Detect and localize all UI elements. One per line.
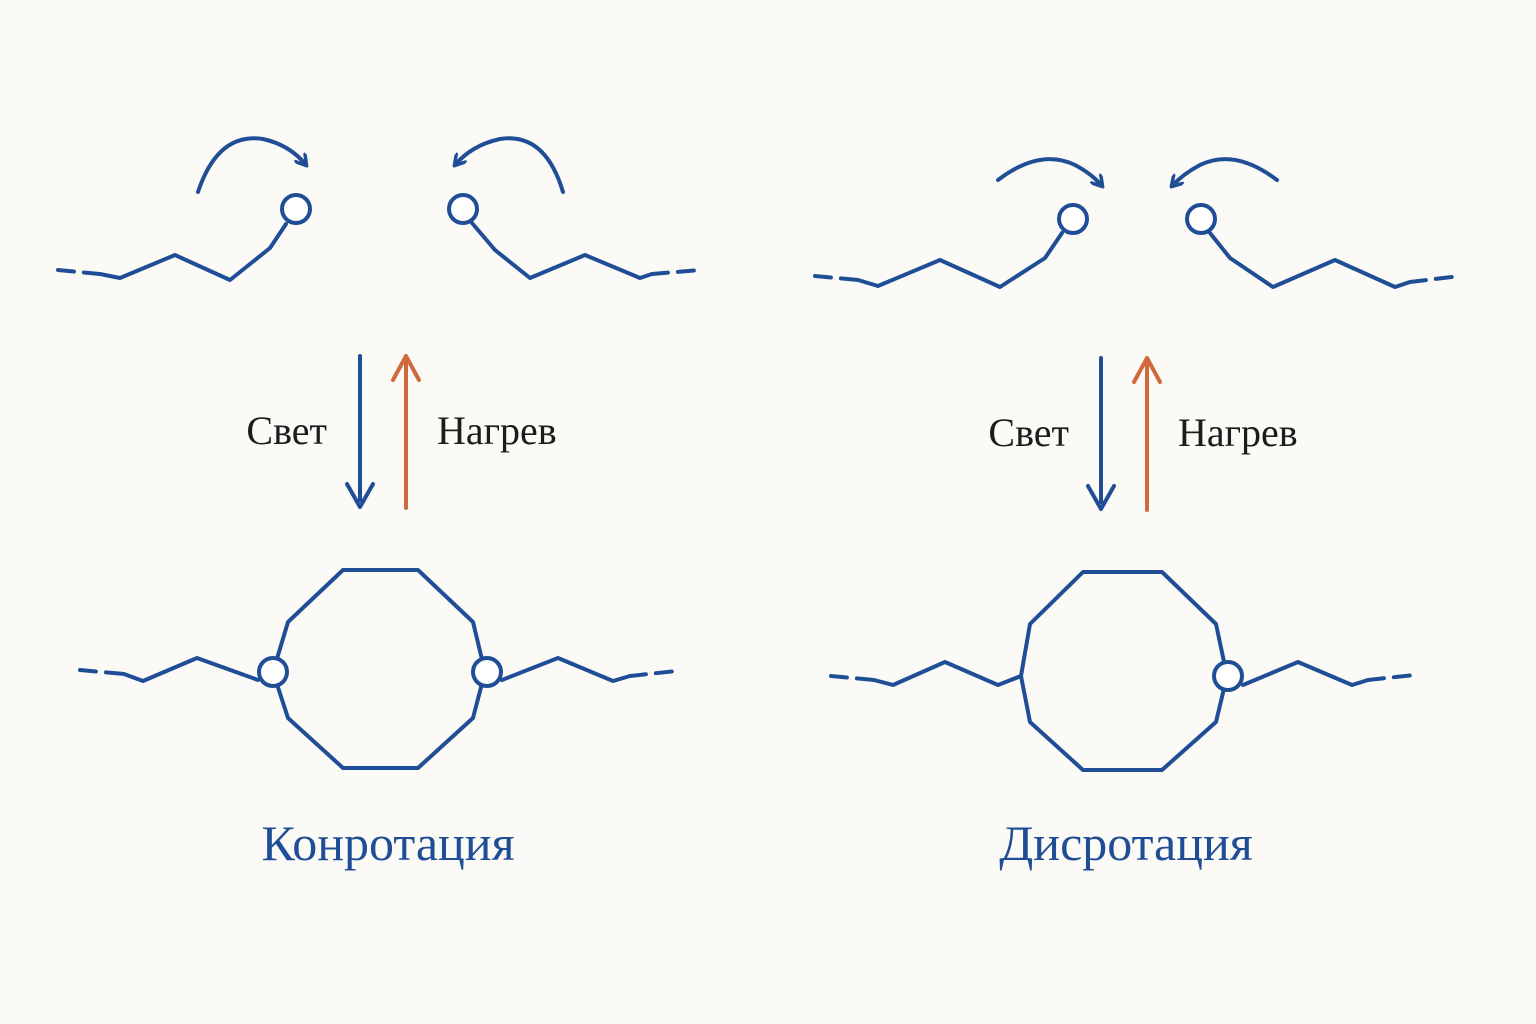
dashed-chain-end — [628, 669, 678, 678]
dashed-chain-end — [78, 668, 126, 676]
light-label: Свет — [988, 410, 1069, 455]
dashed-chain-end — [1408, 274, 1462, 284]
panel-disrotation: Свет Нагрев Дисротация — [813, 157, 1462, 871]
terminal-atom — [1185, 203, 1217, 235]
zigzag-chain — [122, 656, 260, 683]
dashed-chain-end — [829, 674, 876, 682]
octagon-ring — [1019, 570, 1229, 772]
open-chain-right-fragment — [1172, 157, 1462, 289]
open-chain-right-fragment — [447, 136, 702, 280]
zigzag-chain — [1208, 231, 1412, 289]
terminal-atom — [1057, 203, 1089, 235]
zigzag-chain — [500, 656, 632, 683]
heat-label: Нагрев — [437, 408, 557, 453]
zigzag-chain — [98, 222, 288, 282]
rotation-arrow-clockwise — [196, 136, 306, 194]
open-chain-left-fragment — [56, 136, 312, 282]
rotation-arrow-counterclockwise — [455, 136, 565, 194]
zigzag-chain — [470, 221, 654, 280]
panel-conrotation: Свет Нагрев Конротация — [56, 136, 702, 871]
light-arrow — [1086, 356, 1116, 511]
heat-arrow — [1132, 356, 1162, 512]
dashed-chain-end — [650, 268, 702, 276]
light-arrow — [345, 354, 375, 509]
ring-junction-atom — [471, 656, 503, 688]
cyclooctane-ring-product — [829, 570, 1416, 772]
heat-label: Нагрев — [1178, 410, 1298, 455]
dashed-chain-end — [56, 268, 102, 276]
cyclooctane-ring-product — [78, 568, 678, 770]
rotation-arrow-counterclockwise — [1172, 157, 1279, 186]
light-label: Свет — [246, 408, 327, 453]
dashed-chain-end — [1366, 673, 1416, 682]
caption-disrotation: Дисротация — [999, 815, 1253, 871]
dashed-chain-end — [813, 274, 860, 282]
terminal-atom — [447, 193, 479, 225]
open-chain-left-fragment — [813, 157, 1102, 289]
zigzag-chain — [1241, 660, 1370, 687]
octagon-ring — [271, 568, 487, 770]
zigzag-chain — [872, 660, 1023, 687]
rotation-arrow-clockwise — [996, 157, 1102, 186]
terminal-atom — [280, 193, 312, 225]
ring-junction-atom — [1212, 660, 1244, 692]
caption-conrotation: Конротация — [261, 815, 514, 871]
zigzag-chain — [856, 231, 1064, 289]
ring-junction-atom — [257, 656, 289, 688]
heat-arrow — [391, 354, 421, 510]
